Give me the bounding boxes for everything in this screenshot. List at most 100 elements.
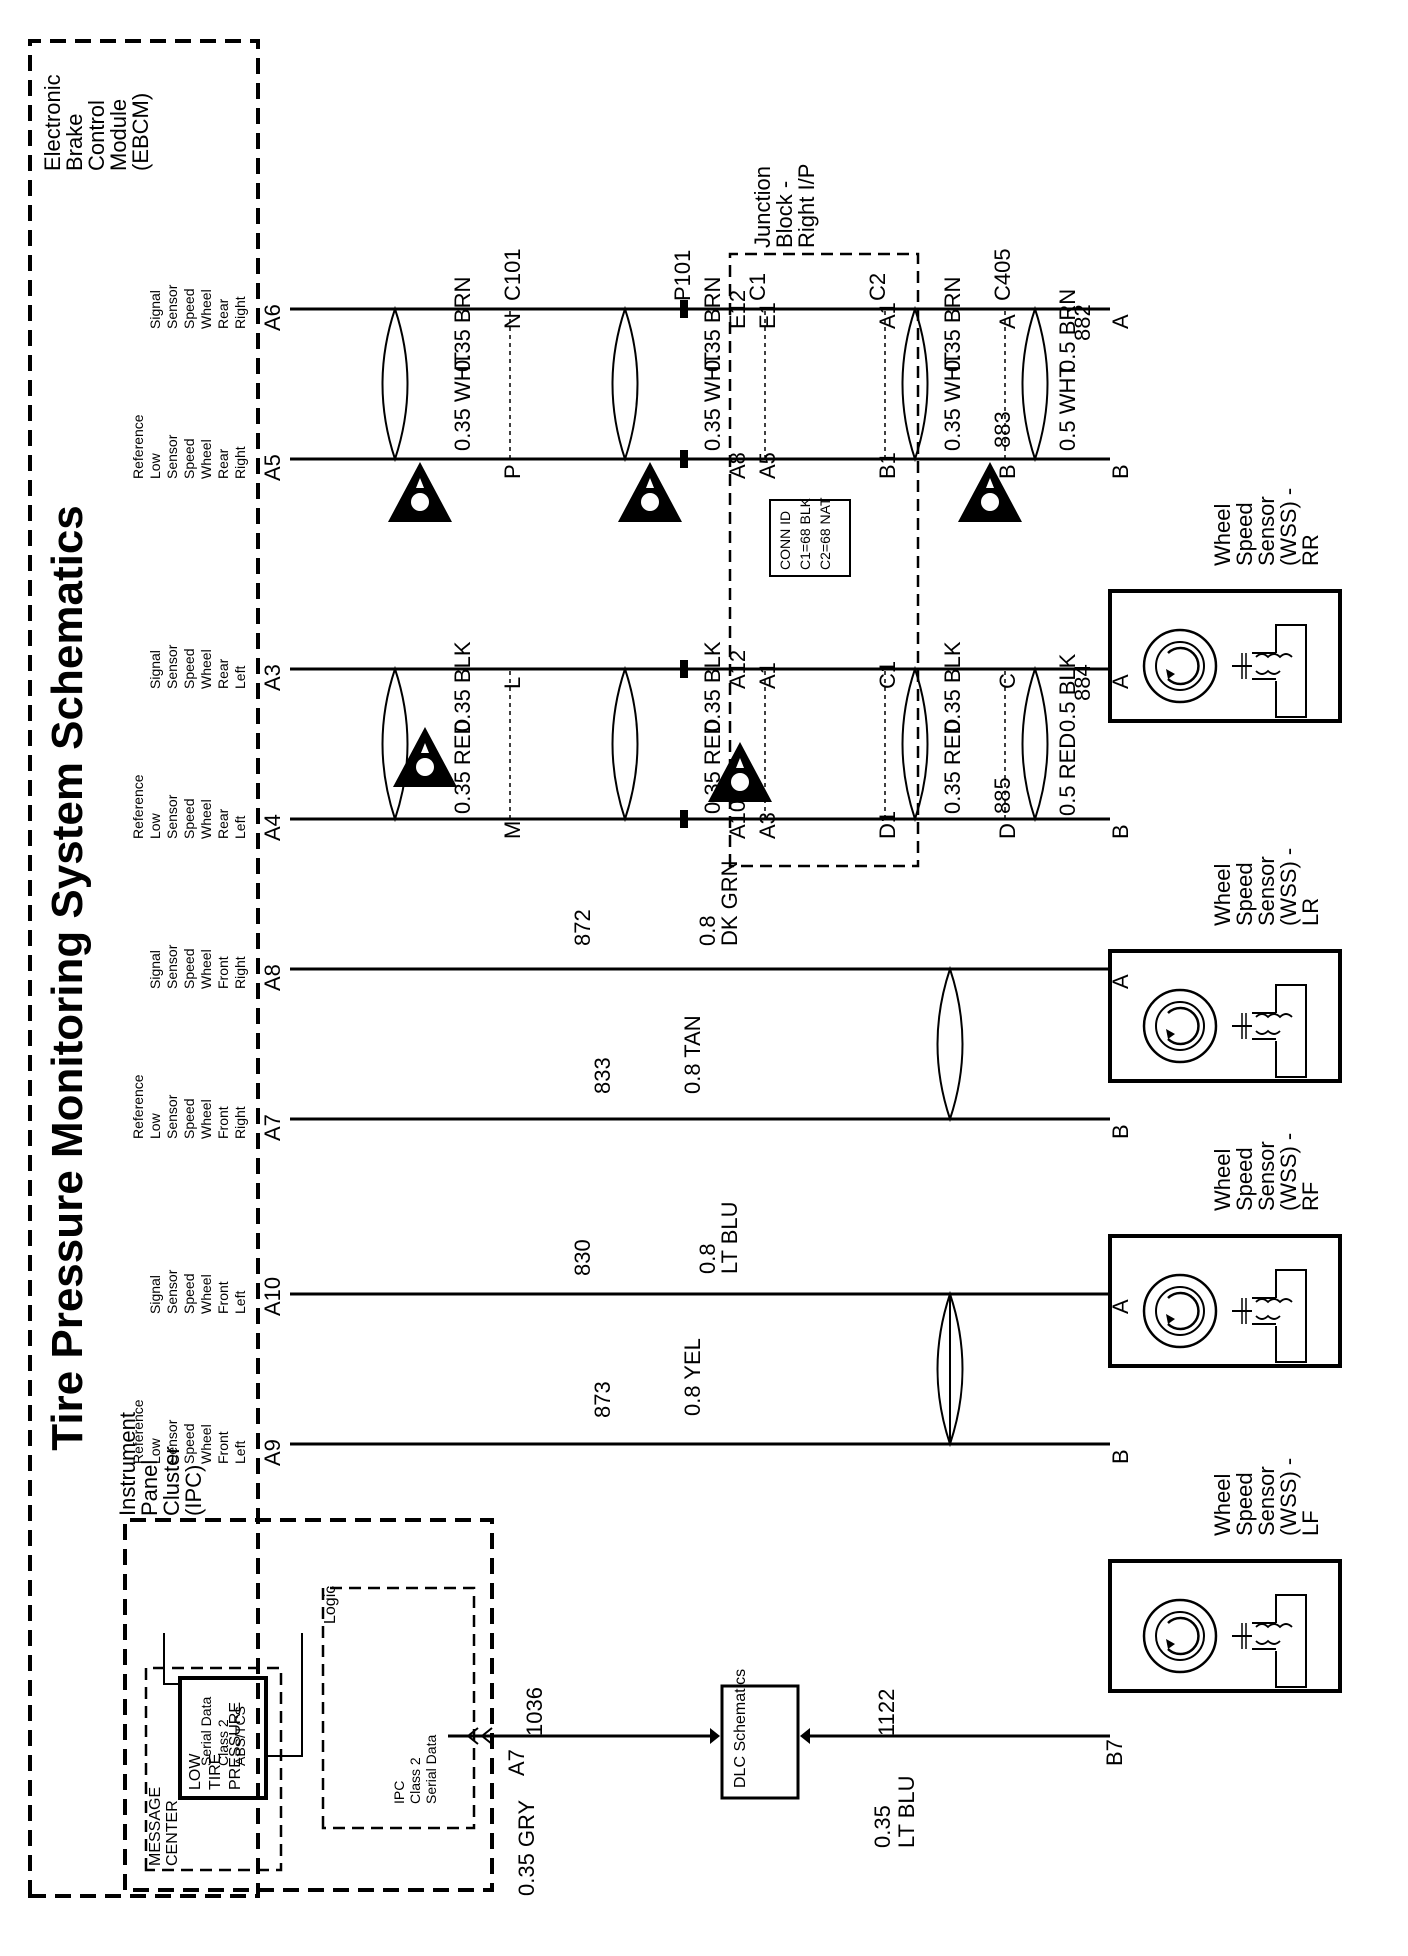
wire-brn035a-label: 0.35 BRN (940, 277, 965, 372)
junction-block-label: Junction Block - Right I/P (750, 160, 819, 248)
pin-a6: A6 (260, 304, 285, 331)
wss-lr-label: Wheel Speed Sensor (WSS) - LR (1210, 842, 1323, 926)
wire-blk05-label: 0.5 BLK (1055, 653, 1080, 732)
ebcm-pin-line: Wheel (198, 649, 214, 689)
ebcm-pin-line: Low (147, 1112, 163, 1139)
ebcm-lr-sig-label: Left Rear Wheel Speed Sensor Signal (147, 641, 248, 689)
logic-box (321, 1586, 476, 1830)
pin-d: D (995, 823, 1020, 839)
junction-line: Junction (750, 166, 775, 248)
low-tire-pressure-indicator (178, 1676, 268, 1800)
twist-rf-a (936, 965, 964, 1123)
pin-e12: E12 (725, 290, 750, 329)
ipc-serial-line: Class 2 (407, 1757, 423, 1804)
logic-label: Logic (322, 1586, 339, 1624)
pin-a5: A5 (755, 452, 780, 479)
wss-label-line: LF (1298, 1510, 1323, 1536)
pin-a3: A3 (755, 812, 780, 839)
ebcm-rf-sig-label: Right Front Wheel Speed Sensor Signal (147, 941, 248, 989)
wire-red035b-label: 0.35 RED (700, 719, 725, 814)
ipc-serial-line: IPC (391, 1781, 407, 1804)
wire-wht035a-label: 0.35 WHT (940, 352, 965, 451)
wire-dkgrn-label: 0.8 DK GRN (695, 860, 742, 946)
pin-a1: A1 (875, 302, 900, 329)
ebcm-pin-line: Speed (181, 649, 197, 689)
pin-c1-conn: C1 (745, 273, 770, 301)
wire-red035c-label: 0.35 RED (450, 719, 475, 814)
ebcm-pin-line: Speed (181, 1099, 197, 1139)
ebcm-pin-line: Rear (215, 658, 231, 689)
wire-brn05-label: 0.5 BRN (1055, 289, 1080, 372)
wire-ltblu8-circuit: 830 (570, 1239, 595, 1276)
pin-p: P (500, 464, 525, 479)
wire-ltblu2-circuit: 1122 (874, 1689, 899, 1736)
indicator-wiring (163, 1633, 303, 1757)
ebcm-pin-line: Right (232, 296, 248, 329)
wire-wht05-label: 0.5 WHT (1055, 364, 1080, 451)
circuit-884: 884 (1070, 664, 1095, 701)
wire-ltblu8-label: 0.8 LT BLU (695, 1201, 742, 1274)
ebcm-pin-line: Reference (130, 1074, 146, 1139)
wheel-speed-sensor-icon (1108, 1559, 1342, 1693)
conn-id-line: C1=68 BLK (797, 497, 813, 570)
ebcm-pin-line: Signal (147, 650, 163, 689)
pin-a7: A7 (260, 1114, 285, 1141)
pin-a: A (1108, 974, 1133, 989)
ebcm-pin-line: Left (232, 816, 248, 839)
pin-a10: A10 (260, 1277, 285, 1316)
wss-label-line: Wheel (1210, 1149, 1235, 1211)
wire-dkgrn-line: 0.8 (695, 915, 720, 946)
low-tire-line: LOW (187, 1753, 204, 1790)
wss-label-line: RR (1298, 534, 1323, 566)
ebcm-pin-line: Low (147, 1437, 163, 1464)
ebcm-pin-line: Left (232, 1441, 248, 1464)
pin-a4: A4 (260, 814, 285, 841)
esd-warning-icon (393, 727, 457, 787)
ebcm-pin-line: Wheel (198, 1424, 214, 1464)
ebcm-abs-label: ABS/TCS Class 2 Serial Data (198, 1697, 248, 1766)
ipc-label-line: Cluster (159, 1446, 184, 1516)
ipc-label-line: Panel (137, 1460, 162, 1516)
ebcm-line: Brake (62, 114, 87, 171)
wire-wht035c-label: 0.35 WHT (450, 352, 475, 451)
ipc-box (123, 1518, 494, 1892)
ebcm-abs-line: Serial Data (198, 1697, 214, 1766)
connector-a7 (466, 1727, 493, 1745)
ebcm-pin-line: Left (232, 1291, 248, 1314)
ebcm-pin-line: Sensor (164, 1419, 180, 1464)
wss-label-line: (WSS) - (1276, 488, 1301, 566)
low-tire-pressure-label: LOW TIRE PRESSURE (187, 1702, 244, 1790)
ipc-label: Instrument Panel Cluster (IPC) (115, 1406, 206, 1516)
message-center-label: MESSAGE CENTER (147, 1782, 181, 1866)
ebcm-pin-line: Wheel (198, 289, 214, 329)
pin-a10: A10 (725, 800, 750, 839)
ebcm-pin-line: Front (215, 1106, 231, 1139)
pin-a8: A8 (260, 964, 285, 991)
wire-ltblu8-line: 0.8 (695, 1243, 720, 1274)
wss-lf-label: Wheel Speed Sensor (WSS) - LF (1210, 1452, 1323, 1536)
conn-id-label: CONN ID C1=68 BLK C2=68 NAT (777, 494, 833, 570)
pin-b: B (1108, 824, 1133, 839)
message-center-line: MESSAGE (147, 1787, 164, 1866)
pin-b: B (1108, 464, 1133, 479)
wire-blk035b-label: 0.35 BLK (700, 641, 725, 732)
wire-brn035b-label: 0.35 BRN (700, 277, 725, 372)
wss-rf-sensor (1108, 1234, 1342, 1368)
wheel-speed-sensor-icon (1108, 949, 1342, 1083)
ebcm-pin-line: Sensor (164, 434, 180, 479)
wss-label-line: RF (1298, 1182, 1323, 1211)
wire-dkgrn-line: DK GRN (717, 860, 742, 946)
ebcm-pin-line: Wheel (198, 1274, 214, 1314)
wire-yel-circuit: 873 (590, 1381, 615, 1418)
wire-dkgrn-circuit: 872 (570, 909, 595, 946)
wire-ltblu2-line: 0.35 (870, 1805, 895, 1848)
pin-c: C (995, 673, 1020, 689)
wss-lr-sensor (1108, 949, 1342, 1083)
ipc-label-line: (IPC) (181, 1465, 206, 1516)
connector-c405: C405 (990, 248, 1015, 301)
ebcm-line: Control (84, 100, 109, 171)
wire-red035a-label: 0.35 RED (940, 719, 965, 814)
wss-label-line: Wheel (1210, 504, 1235, 566)
